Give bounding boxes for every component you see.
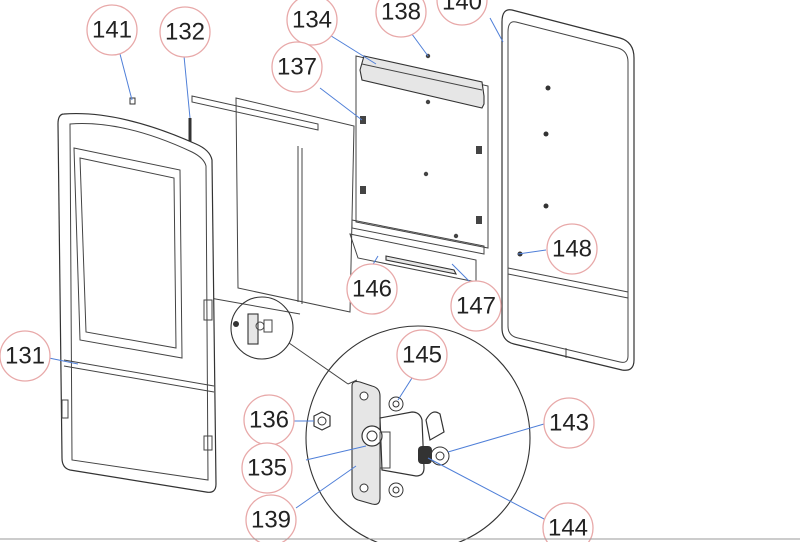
callout-label-143: 143 xyxy=(549,410,589,437)
callout-label-146: 146 xyxy=(352,276,392,303)
callout-label-139: 139 xyxy=(251,507,291,534)
callout-147: 147 xyxy=(450,280,502,332)
callout-139: 139 xyxy=(245,494,297,546)
callout-label-140: 140 xyxy=(442,0,482,16)
callout-label-134: 134 xyxy=(292,7,332,34)
hinge-detail-small xyxy=(230,296,349,385)
callout-148: 148 xyxy=(546,223,598,275)
callout-136: 136 xyxy=(243,394,295,446)
callout-label-135: 135 xyxy=(247,455,287,482)
part-141-clip xyxy=(129,97,136,105)
callout-label-131: 131 xyxy=(5,343,45,370)
callout-131: 131 xyxy=(0,330,51,382)
callout-134: 134 xyxy=(286,0,338,46)
part-glass-panel xyxy=(191,95,355,313)
part-145-bolts xyxy=(388,396,404,498)
callout-label-145: 145 xyxy=(402,342,442,369)
callout-label-141: 141 xyxy=(92,17,132,44)
part-134-deflector xyxy=(359,55,485,109)
callout-135: 135 xyxy=(241,442,293,494)
callout-label-132: 132 xyxy=(165,19,205,46)
leader-lines xyxy=(48,17,547,521)
callout-label-147: 147 xyxy=(456,293,496,320)
callout-label-148: 148 xyxy=(552,236,592,263)
part-131-door xyxy=(57,112,217,493)
part-144-spring xyxy=(418,446,432,464)
callout-146: 146 xyxy=(346,263,398,315)
callout-132: 132 xyxy=(159,6,211,58)
part-143-screw xyxy=(430,446,450,466)
callout-140: 140 xyxy=(436,0,488,26)
callout-label-137: 137 xyxy=(277,54,317,81)
callout-label-144: 144 xyxy=(548,515,588,542)
hinge-detail-large xyxy=(305,325,531,547)
callout-137: 137 xyxy=(271,41,323,93)
part-136-nut xyxy=(313,411,331,431)
callout-label-138: 138 xyxy=(381,0,421,26)
callout-145: 145 xyxy=(396,329,448,381)
callout-144: 144 xyxy=(542,502,594,547)
callout-141: 141 xyxy=(86,4,138,56)
callout-label-136: 136 xyxy=(249,407,289,434)
part-140-side-panel xyxy=(501,9,635,371)
callout-143: 143 xyxy=(543,397,595,449)
callout-138: 138 xyxy=(375,0,427,38)
